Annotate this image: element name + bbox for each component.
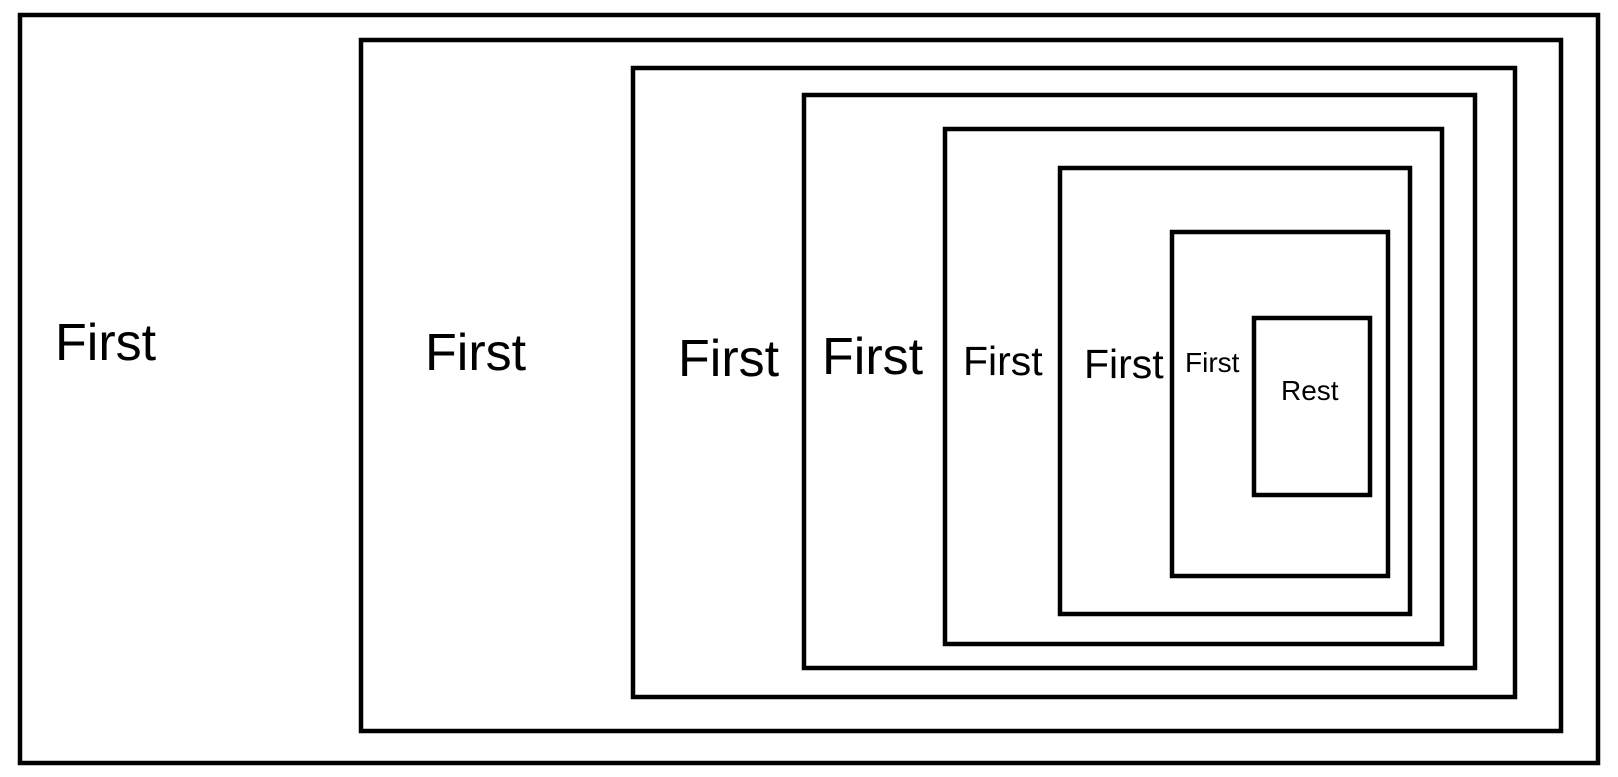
box-level-5 xyxy=(942,126,1445,647)
label-level-3: First xyxy=(678,330,780,388)
label-level-2: First xyxy=(425,324,527,382)
box-level-2 xyxy=(358,37,1564,734)
box-level-4 xyxy=(801,92,1478,671)
box-level-8 xyxy=(1251,315,1373,498)
label-level-6: First xyxy=(1084,341,1164,387)
label-level-8: Rest xyxy=(1281,375,1339,406)
box-level-7 xyxy=(1169,229,1391,579)
box-level-3 xyxy=(630,65,1518,700)
box-level-1 xyxy=(17,12,1601,766)
label-level-5: First xyxy=(963,338,1043,384)
label-level-1: First xyxy=(55,314,157,372)
box-level-6 xyxy=(1057,165,1413,617)
label-level-4: First xyxy=(822,328,924,386)
label-level-7: First xyxy=(1185,347,1240,378)
